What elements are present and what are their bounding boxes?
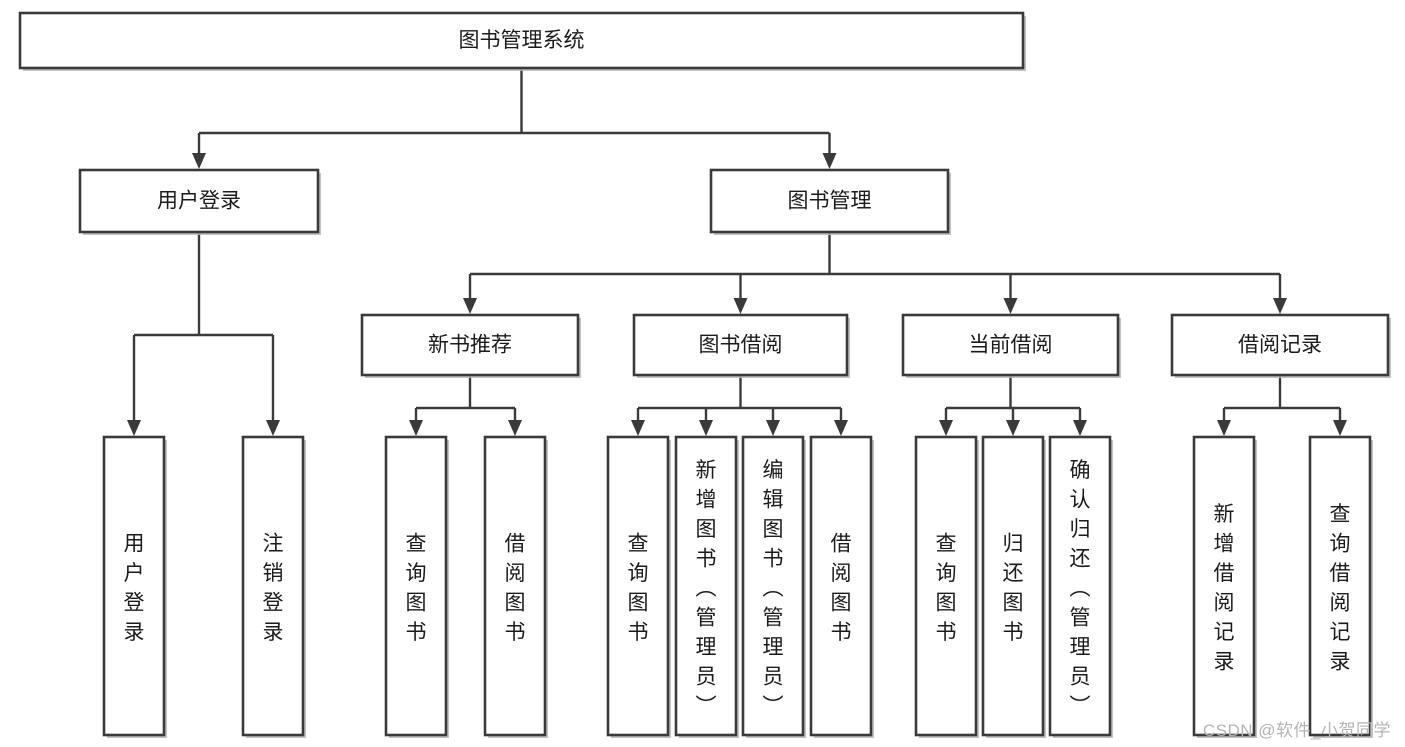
node-box-leaf-borrow-book-2[interactable]	[809, 435, 873, 737]
node-box-leaf-return-book[interactable]	[981, 435, 1045, 737]
arrow-head-icon	[463, 298, 477, 314]
node-leaf-query-book-3[interactable]: 查询图书	[914, 435, 979, 738]
node-box-leaf-add-record[interactable]	[1192, 435, 1256, 737]
node-leaf-return-book[interactable]: 归还图书	[981, 435, 1046, 738]
node-leaf-logout[interactable]: 注销登录	[241, 435, 306, 738]
node-label-book-manage: 图书管理	[788, 190, 872, 213]
node-box-leaf-logout[interactable]	[241, 435, 305, 737]
node-leaf-user-login[interactable]: 用户登录	[102, 435, 167, 738]
node-label-borrow-records: 借阅记录	[1238, 334, 1322, 357]
node-box-borrow-records[interactable]	[1170, 313, 1390, 377]
arrow-head-icon	[699, 420, 713, 436]
node-leaf-borrow-book-1[interactable]: 借阅图书	[483, 435, 548, 738]
node-label-user-login: 用户登录	[157, 190, 241, 213]
node-leaf-query-book-2[interactable]: 查询图书	[606, 435, 671, 738]
node-box-leaf-user-login[interactable]	[102, 435, 166, 737]
node-label-leaf-user-login: 用户登录	[124, 533, 145, 645]
arrow-head-icon	[1006, 420, 1020, 436]
csdn-watermark: CSDN @软件_小贺同学	[1202, 721, 1391, 740]
node-leaf-add-book[interactable]: 新增图书︵管理员︶	[674, 435, 739, 738]
node-box-user-login[interactable]	[78, 168, 320, 234]
arrow-head-icon	[631, 420, 645, 436]
node-label-leaf-query-book-2: 查询图书	[628, 533, 649, 645]
node-label-root: 图书管理系统	[459, 29, 585, 52]
node-user-login[interactable]: 用户登录	[78, 168, 321, 235]
node-new-book-rec[interactable]: 新书推荐	[360, 313, 581, 378]
arrow-head-icon	[508, 420, 522, 436]
arrow-head-icon	[733, 298, 748, 314]
connector-layer	[127, 68, 1347, 436]
node-box-root[interactable]	[18, 11, 1025, 70]
node-box-book-borrow[interactable]	[632, 313, 849, 377]
node-box-leaf-query-book-3[interactable]	[914, 435, 978, 737]
arrow-head-icon	[266, 420, 280, 436]
arrow-head-icon	[1217, 420, 1231, 436]
node-box-leaf-query-book-1[interactable]	[384, 435, 448, 737]
node-label-leaf-edit-book: 编辑图书︵管理员︶	[763, 459, 784, 718]
arrow-head-icon	[192, 153, 206, 169]
node-label-leaf-return-book: 归还图书	[1003, 533, 1024, 645]
arrow-head-icon	[939, 420, 953, 436]
arrow-head-icon	[1333, 420, 1347, 436]
arrow-head-icon	[766, 420, 780, 436]
node-box-leaf-query-record[interactable]	[1308, 435, 1372, 737]
node-label-new-book-rec: 新书推荐	[428, 334, 512, 357]
node-label-leaf-confirm-return: 确认归还︵管理员︶	[1070, 459, 1091, 718]
arrow-head-icon	[822, 153, 837, 169]
node-root[interactable]: 图书管理系统	[18, 11, 1026, 71]
node-leaf-add-record[interactable]: 新增借阅记录	[1192, 435, 1257, 738]
node-leaf-edit-book[interactable]: 编辑图书︵管理员︶	[741, 435, 806, 738]
arrow-head-icon	[834, 420, 848, 436]
node-label-leaf-borrow-book-2: 借阅图书	[831, 533, 852, 645]
node-box-leaf-add-book[interactable]	[674, 435, 738, 737]
node-book-borrow[interactable]: 图书借阅	[632, 313, 850, 378]
arrow-head-icon	[409, 420, 423, 436]
node-label-leaf-query-book-1: 查询图书	[406, 533, 427, 645]
arrow-head-icon	[1273, 298, 1287, 314]
node-label-leaf-borrow-book-1: 借阅图书	[505, 533, 526, 645]
node-label-leaf-add-book: 新增图书︵管理员︶	[696, 459, 717, 718]
node-current-borrow[interactable]: 当前借阅	[901, 313, 1121, 378]
node-box-leaf-query-book-2[interactable]	[606, 435, 670, 737]
arrow-head-icon	[1073, 420, 1087, 436]
node-layer: 图书管理系统用户登录用户登录注销登录图书管理新书推荐查询图书借阅图书图书借阅查询…	[18, 11, 1391, 738]
node-leaf-borrow-book-2[interactable]: 借阅图书	[809, 435, 874, 738]
node-label-leaf-query-record: 查询借阅记录	[1330, 503, 1351, 674]
node-label-leaf-logout: 注销登录	[263, 533, 284, 645]
node-label-leaf-add-record: 新增借阅记录	[1214, 503, 1235, 674]
node-box-current-borrow[interactable]	[901, 313, 1120, 377]
node-box-book-manage[interactable]	[709, 168, 950, 234]
node-label-book-borrow: 图书借阅	[699, 334, 783, 357]
node-book-manage[interactable]: 图书管理	[709, 168, 951, 235]
node-leaf-query-record[interactable]: 查询借阅记录	[1308, 435, 1373, 738]
arrow-head-icon	[127, 420, 141, 436]
node-box-leaf-confirm-return[interactable]	[1048, 435, 1112, 737]
node-leaf-query-book-1[interactable]: 查询图书	[384, 435, 449, 738]
node-borrow-records[interactable]: 借阅记录	[1170, 313, 1391, 378]
node-label-current-borrow: 当前借阅	[969, 334, 1053, 357]
node-box-leaf-borrow-book-1[interactable]	[483, 435, 547, 737]
arrow-head-icon	[1003, 298, 1018, 314]
node-label-leaf-query-book-3: 查询图书	[936, 533, 957, 645]
node-leaf-confirm-return[interactable]: 确认归还︵管理员︶	[1048, 435, 1113, 738]
node-box-new-book-rec[interactable]	[360, 313, 580, 377]
node-box-leaf-edit-book[interactable]	[741, 435, 805, 737]
